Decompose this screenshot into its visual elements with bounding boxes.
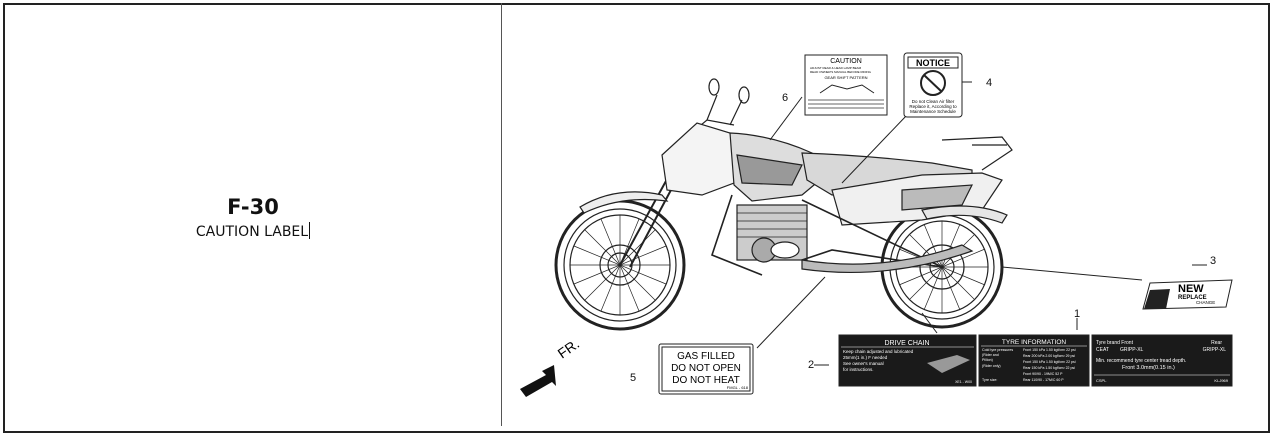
notice-text-2: Replace it, According to xyxy=(909,104,957,109)
new-replace-label: NEW REPLACE CHANGE xyxy=(1142,279,1233,310)
drive-chain-line-2: 25mm(1 in.) F needed xyxy=(843,355,888,360)
tyre-heading: TYRE INFORMATION xyxy=(1002,339,1066,346)
tyre-right-3: Front 150 kPa 1.50 kgf/cm² 22 psi xyxy=(1023,360,1076,364)
front-direction-indicator: FR. xyxy=(520,335,582,397)
gas-code: FMGL - 618 xyxy=(727,385,749,390)
callout-6: 6 xyxy=(782,92,788,104)
tyre-left-4: (Rider only) xyxy=(982,364,1001,368)
tyre-left-column: Cold tyre pressures (Rider and Pillion) … xyxy=(982,348,1013,382)
callout-1: 1 xyxy=(1074,308,1080,320)
drive-chain-line-4: for instructions. xyxy=(843,367,874,372)
gas-filled-label: GAS FILLED DO NOT OPEN DO NOT HEAT FMGL … xyxy=(658,343,754,395)
tyre-brand-label: Tyre brand Front Rear CEAT GRIPP-XL GRIP… xyxy=(1091,334,1233,387)
caution-line-1: ADJUST REAR & HEAD LAMP BEAM xyxy=(810,66,862,70)
tyre-brand-line2-mid: GRIPP-XL xyxy=(1120,347,1144,353)
new-text: NEW xyxy=(1178,283,1204,295)
tyre-right-4: Rear 150 kPa 1.50 kgf/cm² 22 psi xyxy=(1023,366,1075,370)
callout-numbers: 6 4 3 1 2 5 xyxy=(630,77,1216,384)
notice-heading: NOTICE xyxy=(916,58,950,68)
motorcycle-illustration xyxy=(554,78,1013,331)
gas-line-2: DO NOT OPEN xyxy=(671,363,741,374)
tyre-left-2: (Rider and xyxy=(982,353,999,357)
callout-4: 4 xyxy=(986,77,992,89)
part-code: F-30 xyxy=(227,195,279,219)
tyre-left-3: Pillion) xyxy=(982,358,993,362)
tyre-brand-footer-right: KLJ969 xyxy=(1214,378,1228,383)
tyre-brand-line4: Front 3.0mm(0.15 in.) xyxy=(1122,365,1175,371)
part-title: CAUTION LABEL xyxy=(195,224,309,240)
drive-chain-line-3: See owner's manual xyxy=(843,361,884,366)
prohibition-icon xyxy=(920,70,946,96)
part-info-panel: F-30 CAUTION LABEL xyxy=(5,5,501,426)
drive-chain-footer: XE1 - W00 xyxy=(955,380,972,384)
callout-3: 3 xyxy=(1210,255,1216,267)
chain-gauge-icon xyxy=(927,355,970,373)
tyre-left-1: Cold tyre pressures xyxy=(982,348,1013,352)
notice-text-1: Do not Clean Air filter xyxy=(912,99,955,104)
gear-pattern-icon xyxy=(819,84,875,94)
tyre-right-1: Front 150 kPa 1.50 kgf/cm² 22 psi xyxy=(1023,348,1076,352)
tyre-right-6: Rear 110/90 - 17M/C 60 P xyxy=(1023,378,1064,382)
tyre-left-6: Tyre size: xyxy=(982,378,997,382)
gas-line-1: GAS FILLED xyxy=(677,351,735,362)
notice-text-3: Maintenance Schedule xyxy=(910,109,956,114)
replace-text: REPLACE xyxy=(1178,295,1207,301)
leader-lines xyxy=(756,81,1207,366)
drive-chain-line-1: Keep chain adjusted and lubricated xyxy=(843,349,914,354)
arrow-icon xyxy=(520,365,556,397)
tyre-right-column: Front 150 kPa 1.50 kgf/cm² 22 psi Rear 2… xyxy=(1023,348,1076,382)
text-cursor xyxy=(309,222,311,239)
caution-line-2: READ OWNER'S MANUAL BEFORE RIDING xyxy=(810,70,872,74)
tyre-brand-line3: Min. recommend tyre center tread depth. xyxy=(1096,358,1186,364)
gas-line-3: DO NOT HEAT xyxy=(672,375,739,386)
label-location-diagram: 6 4 3 1 2 5 CAUTION ADJUST REAR & HEAD L… xyxy=(520,52,1233,397)
tyre-brand-line2-right: GRIPP-XL xyxy=(1203,347,1227,353)
tyre-brand-line1-right: Rear xyxy=(1211,340,1222,346)
tyre-right-5: Front 90/90 - 19M/C 52 P xyxy=(1023,372,1063,376)
tyre-right-2: Rear 200 kPa 2.00 kgf/cm² 29 psi xyxy=(1023,354,1075,358)
direction-label: FR. xyxy=(555,335,583,361)
callout-5: 5 xyxy=(630,372,636,384)
figure-panel: 6 4 3 1 2 5 CAUTION ADJUST REAR & HEAD L… xyxy=(502,5,1268,426)
column-divider xyxy=(501,3,502,426)
caution-label: CAUTION ADJUST REAR & HEAD LAMP BEAM REA… xyxy=(804,54,888,116)
tyre-brand-line1-left: Tyre brand Front xyxy=(1096,340,1134,346)
part-title-wrap: CAUTION LABEL xyxy=(5,222,501,240)
change-text: CHANGE xyxy=(1196,300,1215,305)
tyre-brand-line2-left: CEAT xyxy=(1096,347,1109,353)
notice-label: NOTICE Do not Clean Air filter Replace i… xyxy=(903,52,963,118)
drive-chain-heading: DRIVE CHAIN xyxy=(884,340,929,347)
caution-subheading: GEAR SHIFT PATTERN xyxy=(824,75,867,80)
drive-chain-label: DRIVE CHAIN Keep chain adjusted and lubr… xyxy=(838,334,977,387)
caution-heading: CAUTION xyxy=(830,58,862,65)
tyre-info-label: TYRE INFORMATION Cold tyre pressures (Ri… xyxy=(978,334,1090,387)
tyre-brand-footer-left: CSPL xyxy=(1096,378,1107,383)
callout-2: 2 xyxy=(808,359,814,371)
